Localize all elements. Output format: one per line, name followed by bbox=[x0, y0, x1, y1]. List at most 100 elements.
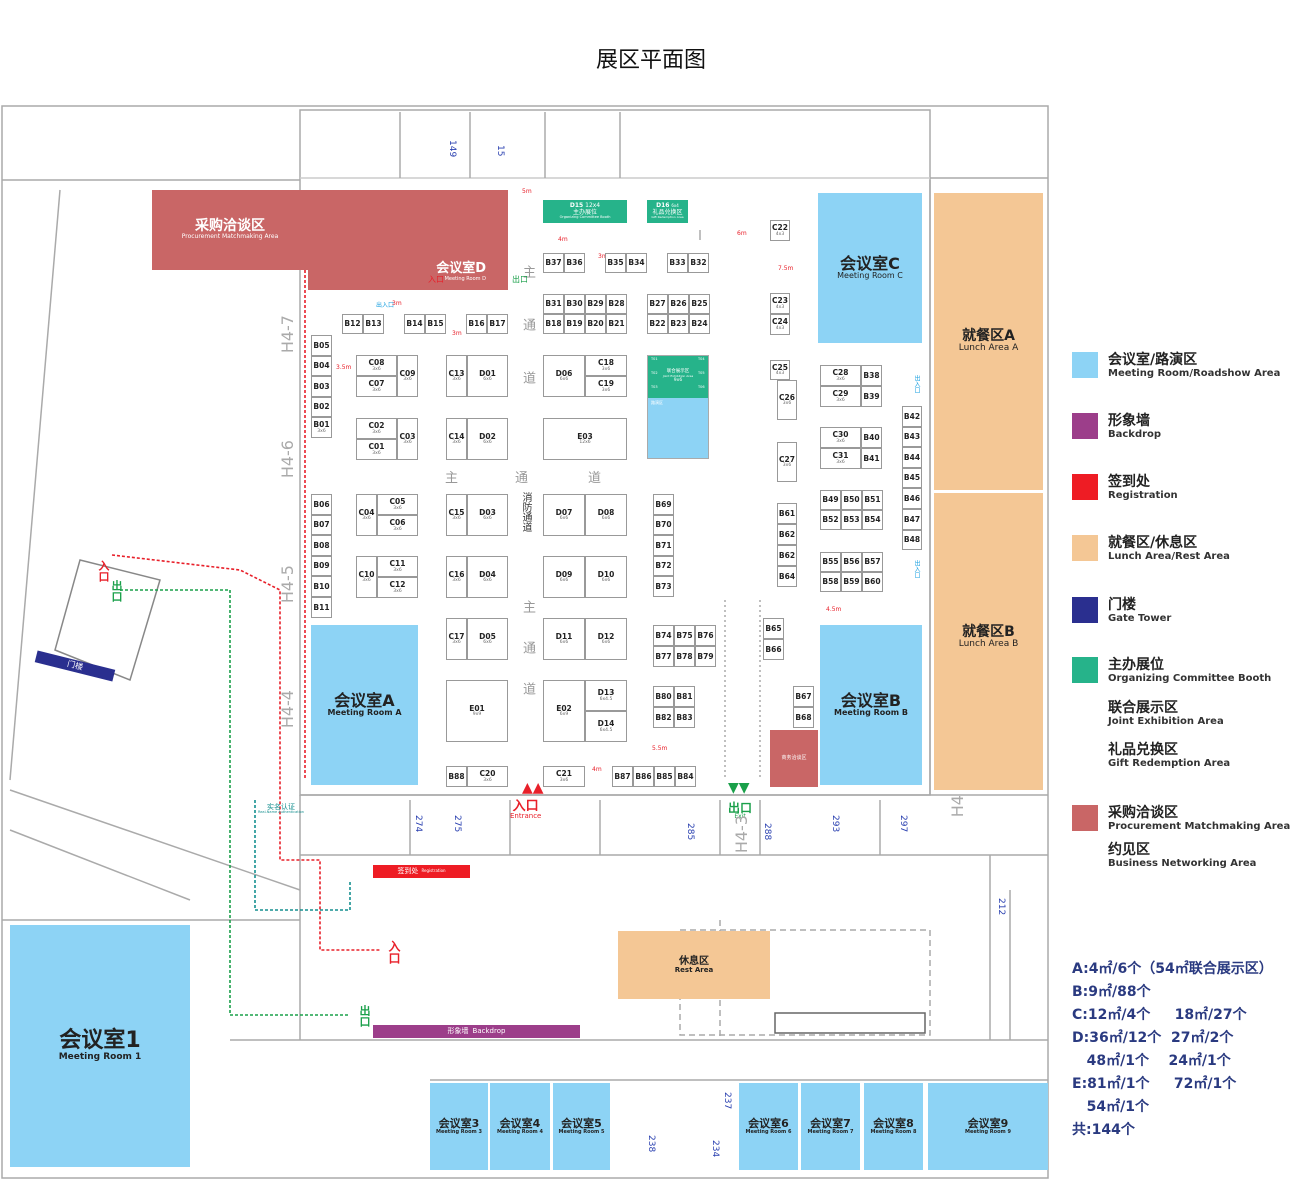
booth-b66[interactable]: B66 bbox=[763, 639, 784, 660]
booth-b39[interactable]: B39 bbox=[861, 386, 882, 407]
booth-b29[interactable]: B29 bbox=[585, 294, 606, 314]
booth-b72[interactable]: B72 bbox=[653, 555, 674, 577]
booth-b18[interactable]: B18 bbox=[543, 314, 564, 334]
meeting-room-a[interactable]: 会议室A Meeting Room A bbox=[311, 625, 418, 785]
booth-b61[interactable]: B61 bbox=[777, 503, 797, 524]
meeting-room-d[interactable]: 会议室D Meeting Room D bbox=[308, 190, 508, 290]
booth-b04[interactable]: B04 bbox=[311, 355, 332, 377]
booth-b56[interactable]: B56 bbox=[841, 552, 862, 572]
booth-b13[interactable]: B13 bbox=[363, 314, 384, 334]
booth-b07[interactable]: B07 bbox=[311, 514, 332, 536]
booth-b74[interactable]: B74 bbox=[653, 625, 674, 646]
booth-d15-organizer[interactable]: D15 12x4 主办展位 Organizing Committee Booth bbox=[543, 200, 627, 223]
booth-b37[interactable]: B37 bbox=[543, 253, 564, 273]
booth-b36[interactable]: B36 bbox=[564, 253, 585, 273]
booth-b38[interactable]: B38 bbox=[861, 365, 882, 386]
booth-b43[interactable]: B43 bbox=[902, 426, 922, 448]
side-entrance-label[interactable]: 入口 bbox=[387, 940, 401, 964]
booth-b64[interactable]: B64 bbox=[777, 566, 797, 587]
booth-b19[interactable]: B19 bbox=[564, 314, 585, 334]
booth-b76[interactable]: B76 bbox=[695, 625, 716, 646]
booth-b88[interactable]: B88 bbox=[446, 766, 467, 787]
booth-b84[interactable]: B84 bbox=[675, 766, 696, 787]
booth-b59[interactable]: B59 bbox=[841, 572, 862, 592]
booth-b32[interactable]: B32 bbox=[688, 253, 709, 273]
booth-b53[interactable]: B53 bbox=[841, 510, 862, 530]
booth-b02[interactable]: B02 bbox=[311, 396, 332, 418]
booth-b82[interactable]: B82 bbox=[653, 707, 674, 728]
booth-b48[interactable]: B48 bbox=[902, 529, 922, 551]
booth-b81[interactable]: B81 bbox=[674, 686, 695, 707]
booth-b55[interactable]: B55 bbox=[820, 552, 841, 572]
booth-b85[interactable]: B85 bbox=[654, 766, 675, 787]
booth-b46[interactable]: B46 bbox=[902, 488, 922, 509]
business-networking-area[interactable]: 商务洽谈区 bbox=[770, 730, 818, 787]
booth-d16-gift[interactable]: D16 6x4 礼品兑换区 Gift Redemption Area bbox=[647, 200, 688, 223]
booth-b17[interactable]: B17 bbox=[487, 314, 508, 334]
booth-b26[interactable]: B26 bbox=[668, 294, 689, 314]
entrance-label[interactable]: 入口 Entrance bbox=[510, 800, 541, 820]
booth-b65[interactable]: B65 bbox=[763, 618, 784, 639]
booth-b49[interactable]: B49 bbox=[820, 490, 841, 510]
booth-b71[interactable]: B71 bbox=[653, 535, 674, 556]
booth-b28[interactable]: B28 bbox=[606, 294, 627, 314]
booth-b57[interactable]: B57 bbox=[862, 552, 883, 572]
booth-b77[interactable]: B77 bbox=[653, 646, 674, 667]
booth-b79[interactable]: B79 bbox=[695, 646, 716, 667]
booth-b45[interactable]: B45 bbox=[902, 467, 922, 489]
booth-b15[interactable]: B15 bbox=[425, 314, 446, 334]
gate-exit-label[interactable]: 出口 bbox=[110, 580, 123, 602]
booth-b44[interactable]: B44 bbox=[902, 447, 922, 468]
booth-b03[interactable]: B03 bbox=[311, 376, 332, 397]
booth-b21[interactable]: B21 bbox=[606, 314, 627, 334]
booth-b86[interactable]: B86 bbox=[633, 766, 654, 787]
booth-b62[interactable]: B62 bbox=[777, 524, 797, 545]
booth-b54[interactable]: B54 bbox=[862, 510, 883, 530]
booth-b25[interactable]: B25 bbox=[689, 294, 710, 314]
booth-b58[interactable]: B58 bbox=[820, 572, 841, 592]
booth-b24[interactable]: B24 bbox=[689, 314, 710, 334]
booth-b16[interactable]: B16 bbox=[466, 314, 487, 334]
booth-b09[interactable]: B09 bbox=[311, 555, 332, 577]
booth-b33[interactable]: B33 bbox=[667, 253, 688, 273]
booth-b78[interactable]: B78 bbox=[674, 646, 695, 667]
side-exit-label[interactable]: 出口 bbox=[358, 1005, 371, 1027]
booth-b75[interactable]: B75 bbox=[674, 625, 695, 646]
room-d-exit-label[interactable]: 出口 bbox=[512, 275, 528, 284]
room-d-entrance-label[interactable]: 入口 bbox=[428, 275, 444, 284]
booth-b68[interactable]: B68 bbox=[793, 707, 814, 728]
booth-b08[interactable]: B08 bbox=[311, 535, 332, 556]
booth-b23[interactable]: B23 bbox=[668, 314, 689, 334]
lunch-a-inout-label[interactable]: 出入口 bbox=[913, 375, 920, 393]
